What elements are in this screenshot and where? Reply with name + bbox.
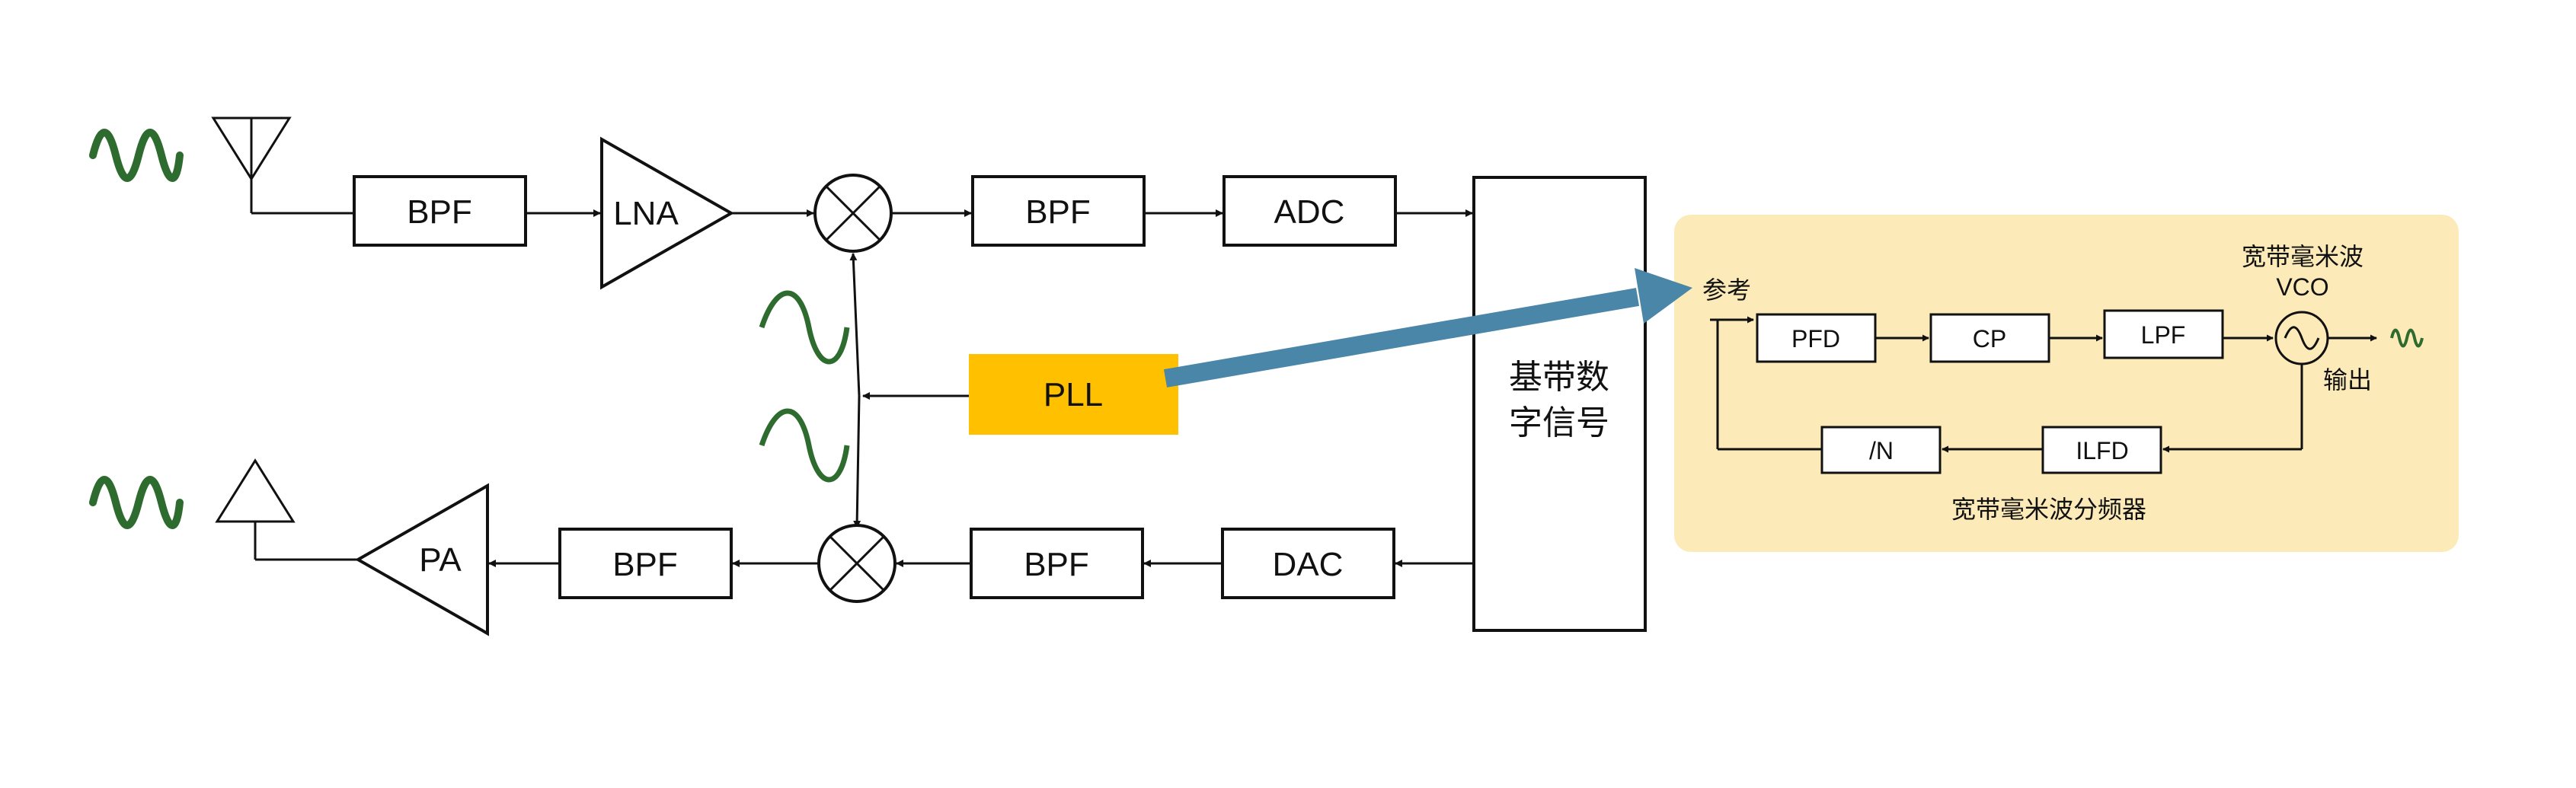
baseband-block: 基带数 字信号 [1472,176,1647,632]
pll-zoom-arrow [1163,268,1692,388]
panel-caption: 宽带毫米波分频器 [1951,495,2146,524]
rx-bpf1-block: BPF [353,175,527,247]
pll-label: PLL [1044,376,1103,413]
adc-block: ADC [1222,175,1397,247]
sine-wave-icon [759,408,850,483]
ilfd-label: ILFD [2076,437,2128,464]
antenna-icon [215,458,296,560]
pa-block: PA [354,483,489,636]
rx-bpf2-label: BPF [1025,193,1091,231]
pfd-block: PFD [1756,313,1877,363]
tx-bpf1-label: BPF [612,546,678,583]
pll-block: PLL [969,354,1178,435]
rf-signal-wave-icon [2390,328,2424,348]
dac-block: DAC [1221,528,1395,599]
rx-bpf1-label: BPF [407,193,472,231]
dac-label: DAC [1273,546,1344,583]
ilfd-block: ILFD [2041,426,2162,474]
vco-label-line1: 宽带毫米波 [2242,242,2363,271]
pfd-label: PFD [1791,325,1840,353]
tx-bpf2-label: BPF [1024,546,1089,583]
lna-label: LNA [613,195,679,232]
tx-bpf1-block: BPF [558,528,733,599]
reference-label: 参考 [1702,276,1751,305]
antenna-icon [211,116,292,213]
sine-wave-icon [759,290,850,365]
output-label: 输出 [2323,365,2372,394]
lpf-block: LPF [2103,309,2224,359]
adc-label: ADC [1274,193,1345,231]
baseband-label-line1: 基带数 [1509,358,1609,397]
lpf-label: LPF [2141,321,2186,349]
tx-chain: PA BPF BPF DAC [89,458,1474,636]
divider-block: /N [1820,426,1942,474]
pa-label: PA [419,541,462,579]
cp-block: CP [1929,313,2050,363]
lo-path: PLL [759,253,1178,528]
vco-label-line2: VCO [2276,273,2328,301]
lna-block: LNA [600,136,735,290]
baseband-label-line2: 字信号 [1509,404,1609,442]
rx-chain: BPF LNA BPF ADC [89,116,1473,290]
rf-signal-wave-icon [89,476,184,529]
tx-bpf2-block: BPF [970,528,1144,599]
pll-detail-panel: 参考 PFD CP LPF 宽带毫米波 VCO 输出 [1674,215,2459,552]
divider-label: /N [1869,437,1894,464]
rx-bpf2-block: BPF [971,175,1146,247]
cp-label: CP [1973,325,2006,353]
rf-signal-wave-icon [89,129,184,182]
tx-mixer-icon [817,524,896,603]
rx-mixer-icon [813,174,893,253]
